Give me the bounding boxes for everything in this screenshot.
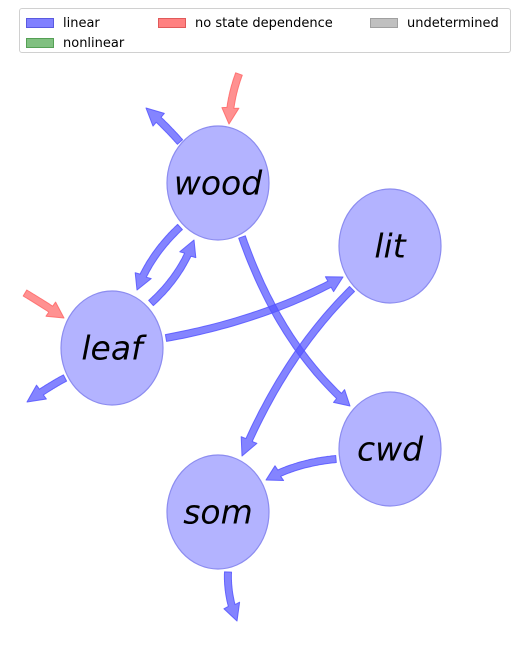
arrow-cwd-to-som <box>265 455 337 481</box>
legend-item-no-state-dependence: no state dependence <box>158 15 333 31</box>
legend-swatch-nonlinear <box>26 38 54 48</box>
arrow-leaf-in <box>22 289 65 319</box>
arrow-leaf-to-lit <box>164 276 344 342</box>
arrows-layer <box>22 72 355 622</box>
node-leaf: leaf <box>60 290 164 406</box>
arrow-som-out <box>223 571 241 622</box>
legend-label-linear: linear <box>63 15 100 31</box>
legend-label-nonlinear: nonlinear <box>63 35 125 51</box>
legend-item-nonlinear: nonlinear <box>26 35 124 51</box>
legend-item-undetermined: undetermined <box>370 15 499 31</box>
node-som-label: som <box>183 493 253 532</box>
node-cwd-label: cwd <box>357 430 424 469</box>
arrow-wood-in <box>221 72 243 125</box>
legend-swatch-linear <box>26 18 54 28</box>
node-wood-label: wood <box>174 164 263 203</box>
legend-label-undetermined: undetermined <box>407 15 499 31</box>
node-lit-label: lit <box>374 227 406 266</box>
arrow-leaf-to-wood <box>148 239 197 307</box>
nodes-layer: wood lit leaf cwd som <box>60 125 442 570</box>
node-som: som <box>166 454 270 570</box>
legend-item-linear: linear <box>26 15 100 31</box>
arrow-leaf-out <box>26 374 68 403</box>
legend-swatch-undetermined <box>370 18 398 28</box>
node-wood-ellipse <box>166 125 270 241</box>
legend: linear nonlinear no state dependence und… <box>19 8 511 53</box>
node-cwd-ellipse <box>338 391 442 507</box>
arrow-wood-to-cwd <box>238 235 351 407</box>
node-cwd: cwd <box>338 391 442 507</box>
legend-swatch-no-state-dependence <box>158 18 186 28</box>
node-leaf-ellipse <box>60 290 164 406</box>
legend-label-no-state-dependence: no state dependence <box>195 15 333 31</box>
arrow-wood-out <box>145 107 184 145</box>
arrow-wood-to-leaf <box>134 223 183 291</box>
arrow-lit-to-som <box>240 286 355 457</box>
node-wood: wood <box>166 125 270 241</box>
node-leaf-label: leaf <box>81 329 147 368</box>
node-lit-ellipse <box>338 188 442 304</box>
node-som-ellipse <box>166 454 270 570</box>
node-lit: lit <box>338 188 442 304</box>
